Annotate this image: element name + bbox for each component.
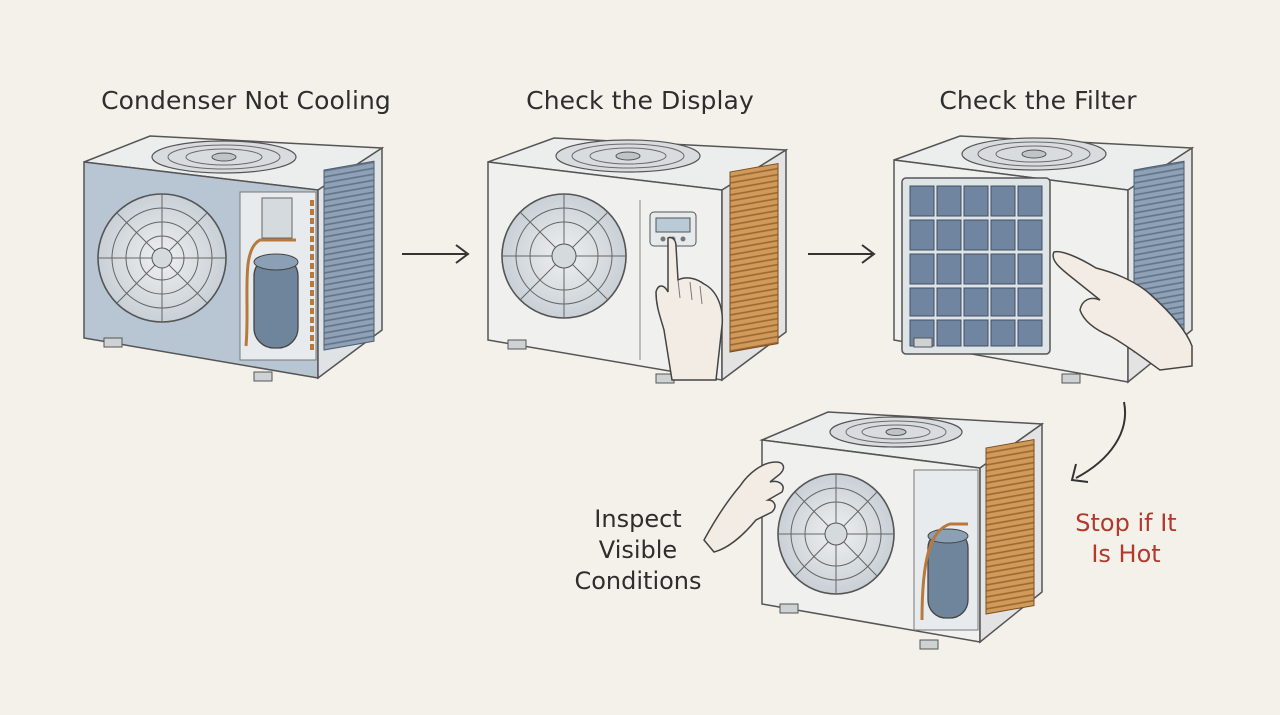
step-3-title: Check the Filter <box>939 86 1137 115</box>
fan-grille-icon <box>501 193 627 319</box>
condenser-unit-icon <box>487 137 789 384</box>
hand-icon <box>1052 250 1193 371</box>
step-4-label: Inspect Visible Conditions <box>574 505 702 595</box>
condenser-unit-icon <box>759 411 1045 650</box>
hand-icon <box>655 236 724 381</box>
arrow-right-icon <box>402 244 470 264</box>
warning-label: Stop if It Is Hot <box>1075 509 1177 568</box>
step-2-title: Check the Display <box>526 86 754 115</box>
compressor-icon <box>927 528 969 619</box>
compressor-icon <box>253 253 299 349</box>
arrow-right-icon <box>808 244 876 264</box>
hand-icon <box>703 461 785 553</box>
step-1-title: Condenser Not Cooling <box>101 86 391 115</box>
curved-arrow-icon <box>1070 401 1127 483</box>
fan-grille-icon <box>97 193 227 323</box>
condenser-unit-icon <box>83 135 385 382</box>
filter-grid-icon <box>901 177 1051 355</box>
fan-grille-icon <box>777 473 895 595</box>
